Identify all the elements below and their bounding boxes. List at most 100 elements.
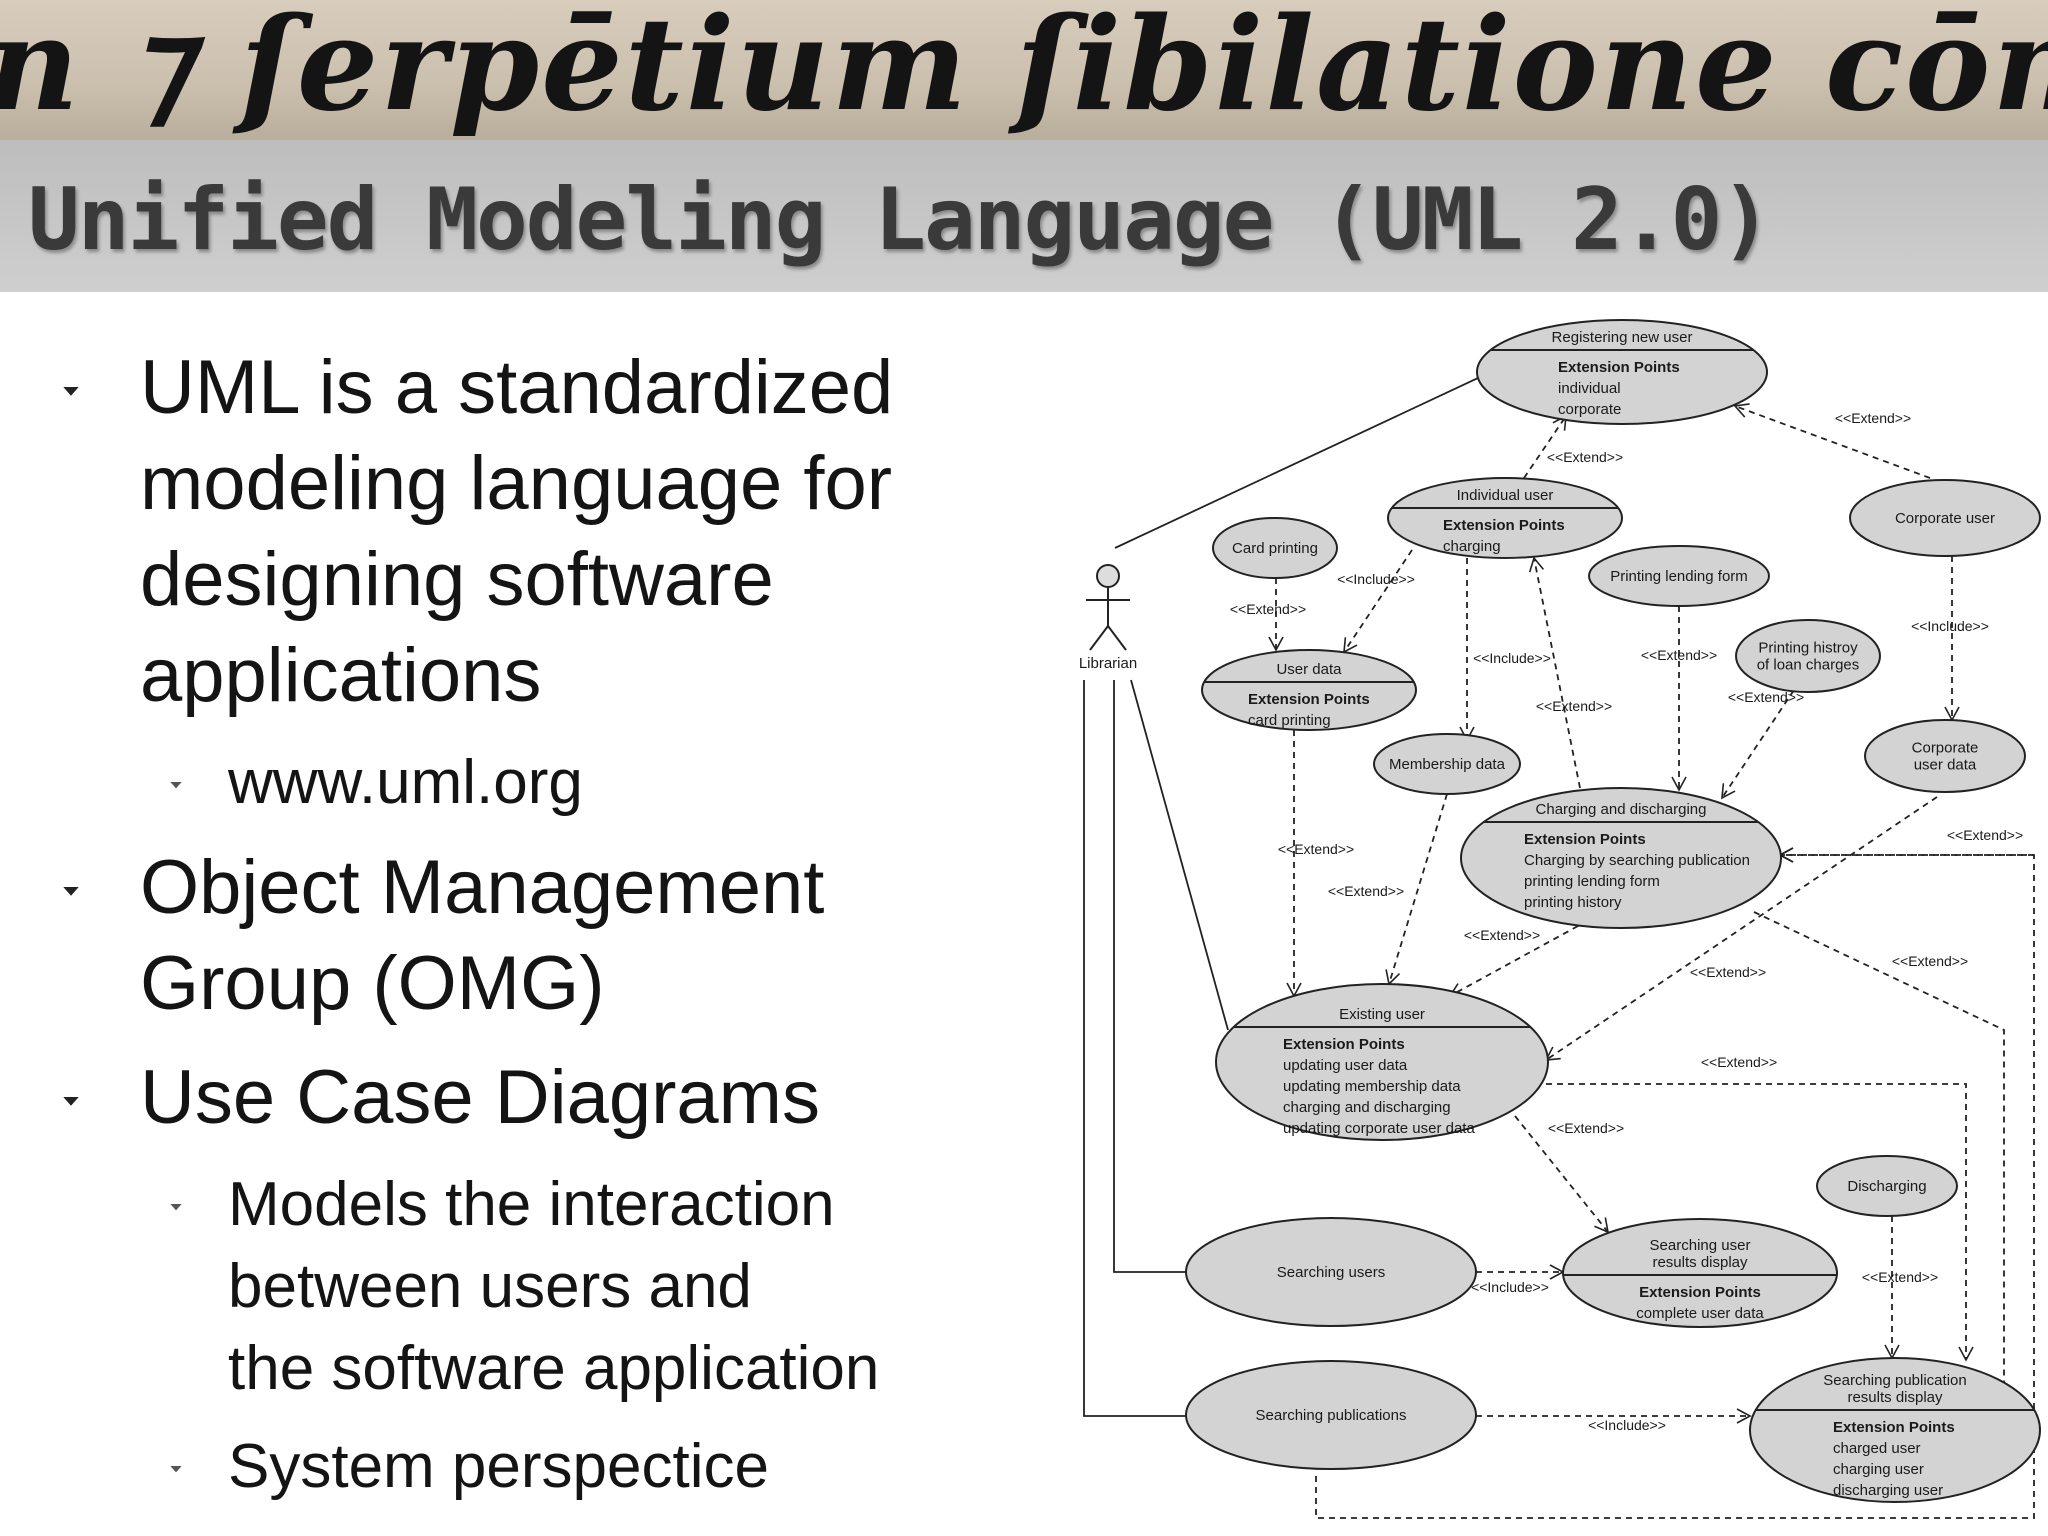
extension-point: charging user xyxy=(1833,1461,1924,1478)
bullet-arrow-icon xyxy=(170,1459,182,1473)
bullet-line: Use Case Diagrams xyxy=(140,1055,820,1140)
association-edge xyxy=(1113,680,1186,1273)
association-edge xyxy=(1114,377,1479,549)
extension-point: updating membership data xyxy=(1283,1078,1461,1095)
extension-points-header: Extension Points xyxy=(1283,1036,1405,1053)
bullet-list: UML is a standardized modeling language f… xyxy=(60,340,1060,1524)
bullet-line: designing software xyxy=(140,537,774,622)
extension-points-header: Extension Points xyxy=(1443,517,1565,534)
extension-point: Charging by searching publication xyxy=(1524,852,1750,869)
usecase-title: of loan charges xyxy=(1757,657,1860,674)
extension-point: charging xyxy=(1443,538,1501,555)
page-title: Unified Modeling Language (UML 2.0) xyxy=(28,170,1772,270)
bullet-line: Object Management xyxy=(140,845,825,930)
bullet-line: Group (OMG) xyxy=(140,941,605,1026)
usecase-title: Individual user xyxy=(1457,487,1554,504)
extension-point: charging and discharging xyxy=(1283,1099,1451,1116)
usecase-title: Searching user xyxy=(1650,1237,1751,1254)
bullet-line: applications xyxy=(140,633,542,718)
usecase-title: Card printing xyxy=(1232,540,1318,557)
usecase-title: Registering new user xyxy=(1552,329,1693,346)
bullet-line: UML is a standardized xyxy=(140,345,894,430)
usecase-title: results display xyxy=(1847,1389,1943,1406)
use-case-diagram: Librarian Registering new userExtension … xyxy=(1079,319,2041,1519)
sub-bullet-item: www.uml.org xyxy=(60,742,1060,824)
bullet-line: System perspectice xyxy=(228,1432,769,1501)
extend-stereotype-label: <<Extend>> xyxy=(1547,449,1623,465)
include-stereotype-label: <<Include>> xyxy=(1337,571,1415,587)
extension-point: updating corporate user data xyxy=(1283,1120,1475,1137)
dependency-edge xyxy=(1753,911,2012,1406)
extension-point: printing history xyxy=(1524,894,1622,911)
usecase-corporate: Corporate user xyxy=(1849,479,2041,557)
include-stereotype-label: <<Include>> xyxy=(1471,1279,1549,1295)
usecase-title: Searching publications xyxy=(1256,1407,1407,1424)
usecase-title: Printing lending form xyxy=(1610,568,1748,585)
usecase-title: results display xyxy=(1652,1254,1748,1271)
extension-point: complete user data xyxy=(1636,1305,1764,1322)
include-stereotype-label: <<Include>> xyxy=(1473,650,1551,666)
usecase-title: user data xyxy=(1914,757,1977,774)
bullet-item: UML is a standardized modeling language f… xyxy=(60,340,1060,724)
extension-points-header: Extension Points xyxy=(1833,1419,1955,1436)
dependency-edge xyxy=(1514,1115,1610,1234)
actor-label: Librarian xyxy=(1079,655,1137,672)
actor-librarian xyxy=(1086,564,1130,651)
usecase-title: Membership data xyxy=(1389,756,1506,773)
usecase-title: Discharging xyxy=(1847,1178,1926,1195)
usecase-title: User data xyxy=(1276,661,1342,678)
usecase-title: Existing user xyxy=(1339,1006,1425,1023)
bullet-item: Use Case Diagrams xyxy=(60,1050,1060,1146)
bullet-arrow-icon xyxy=(170,775,182,789)
dependency-edge xyxy=(1528,556,1581,789)
bullet-line: modeling language for xyxy=(140,441,893,526)
association-edge xyxy=(1083,680,1186,1417)
extend-stereotype-label: <<Extend>> xyxy=(1690,964,1766,980)
usecase-title: Corporate xyxy=(1912,740,1979,757)
extend-stereotype-label: <<Extend>> xyxy=(1728,689,1804,705)
usecase-title: Corporate user xyxy=(1895,510,1995,527)
dependency-edge xyxy=(1721,689,1795,800)
usecase-printing-lending: Printing lending form xyxy=(1588,545,1770,607)
dependency-edge xyxy=(1546,1083,1974,1362)
extension-points-header: Extension Points xyxy=(1639,1284,1761,1301)
dependency-edge xyxy=(1448,925,1579,997)
extend-stereotype-label: <<Extend>> xyxy=(1947,827,2023,843)
extend-stereotype-label: <<Extend>> xyxy=(1641,647,1717,663)
include-stereotype-label: <<Include>> xyxy=(1588,1417,1666,1433)
extend-stereotype-label: <<Extend>> xyxy=(1536,698,1612,714)
title-bar: Unified Modeling Language (UML 2.0) xyxy=(0,140,2048,292)
association-edge xyxy=(1130,679,1229,1031)
dependency-edge xyxy=(1385,793,1448,986)
usecase-title: Printing histroy xyxy=(1758,640,1858,657)
extend-stereotype-label: <<Extend>> xyxy=(1278,841,1354,857)
usecase-searching-pubs: Searching publications xyxy=(1185,1360,1477,1470)
extension-point: corporate xyxy=(1558,401,1621,418)
extension-points-header: Extension Points xyxy=(1248,691,1370,708)
extend-stereotype-label: <<Extend>> xyxy=(1548,1120,1624,1136)
extension-point: card printing xyxy=(1248,712,1331,729)
blackletter-banner: n ⁊ ſerpētium ſibilatione cōmon· xyxy=(0,0,2048,140)
usecase-membership: Membership data xyxy=(1373,733,1521,795)
bullet-line: www.uml.org xyxy=(228,748,583,817)
bullet-arrow-icon xyxy=(63,1088,79,1106)
dependency-edge xyxy=(1315,847,2035,1519)
extension-points-header: Extension Points xyxy=(1524,831,1646,848)
extend-stereotype-label: <<Extend>> xyxy=(1892,953,1968,969)
extension-point: discharging user xyxy=(1833,1482,1943,1499)
extension-point: charged user xyxy=(1833,1440,1921,1457)
sub-bullet-item: System perspectice xyxy=(60,1426,1060,1508)
bullet-arrow-icon xyxy=(63,878,79,896)
banner-text: n ⁊ ſerpētium ſibilatione cōmon· xyxy=(0,0,2048,140)
bullet-line: the software application xyxy=(228,1334,880,1403)
extend-stereotype-label: <<Extend>> xyxy=(1230,601,1306,617)
